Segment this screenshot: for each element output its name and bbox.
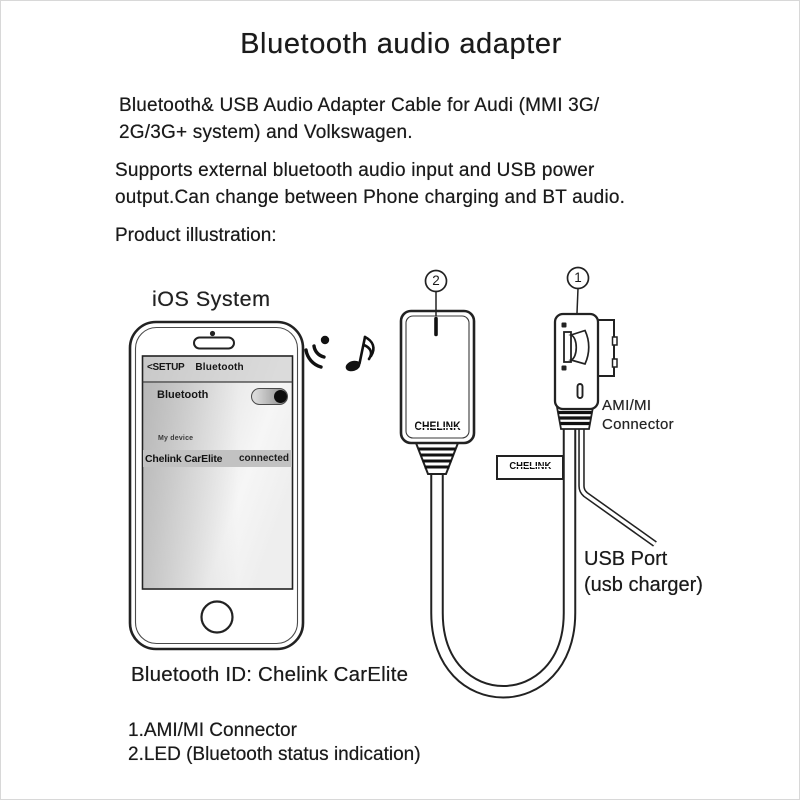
intro-line-1: Bluetooth& USB Audio Adapter Cable for A…: [119, 95, 600, 116]
ios-system-label: iOS System: [152, 287, 271, 311]
screen-header: <SETUP Bluetooth: [147, 362, 289, 373]
section-label: Product illustration:: [115, 225, 277, 246]
device-status: connected: [238, 453, 289, 464]
toggle-knob-icon: [273, 389, 287, 403]
usb-label-line-1: USB Port: [584, 548, 668, 570]
device-name: Chelink CarElite: [145, 452, 223, 465]
bluetooth-row-label: Bluetooth: [157, 389, 209, 401]
footnote-1: 1.AMI/MI Connector: [128, 720, 297, 741]
paired-device-row[interactable]: Chelink CarElite connected: [143, 450, 292, 467]
cable-tag-logo: CHELINK: [508, 460, 551, 472]
ami-label-line-1: AMI/MI: [602, 397, 652, 414]
bluetooth-id-label: Bluetooth ID: Chelink CarElite: [131, 663, 409, 686]
ami-label-line-2: Connector: [602, 416, 674, 433]
callout-number-2: 2: [432, 273, 440, 288]
ami-connector-label: AMI/MI Connector: [602, 396, 674, 434]
device-section-label: My device: [158, 435, 194, 442]
adapter-brand-logo: CHELINK: [414, 421, 461, 433]
features-paragraph: Supports external bluetooth audio input …: [115, 158, 625, 211]
bluetooth-toggle[interactable]: [251, 388, 288, 405]
footnote-2: 2.LED (Bluetooth status indication): [128, 744, 421, 765]
intro-paragraph: Bluetooth& USB Audio Adapter Cable for A…: [119, 93, 599, 146]
features-line-1: Supports external bluetooth audio input …: [115, 160, 595, 181]
intro-line-2: 2G/3G+ system) and Volkswagen.: [119, 121, 413, 143]
page-title: Bluetooth audio adapter: [240, 28, 562, 60]
usb-label-line-2: (usb charger): [584, 573, 703, 596]
usb-port-label: USB Port (usb charger): [584, 547, 703, 598]
features-line-2: output.Can change between Phone charging…: [115, 186, 626, 208]
setup-back-button[interactable]: <SETUP: [147, 362, 185, 373]
callout-number-1: 1: [574, 270, 582, 285]
screen-title: Bluetooth: [195, 362, 244, 373]
